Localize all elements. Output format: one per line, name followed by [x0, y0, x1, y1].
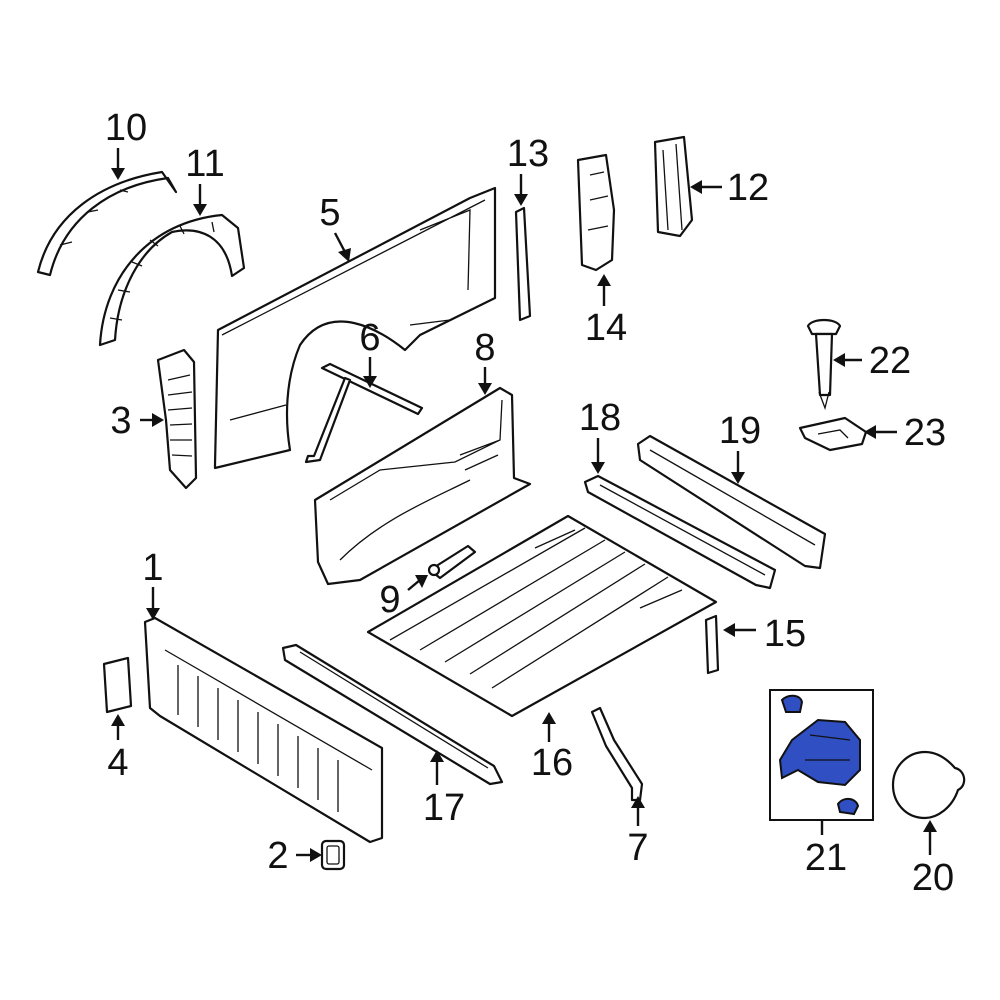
callout-label-7: 7: [627, 827, 648, 869]
part-16-bed-floor[interactable]: [366, 514, 718, 718]
callout-label-11: 11: [185, 143, 224, 185]
callout-19: 19: [719, 410, 761, 484]
part-20-fuel-door[interactable]: [891, 750, 966, 820]
callout-12: 12: [690, 167, 769, 209]
part-3-corner-brace[interactable]: [156, 348, 198, 490]
part-23-bolt-bracket[interactable]: [798, 416, 868, 452]
callout-label-1: 1: [142, 547, 163, 589]
callout-label-16: 16: [531, 742, 573, 784]
callout-label-14: 14: [585, 307, 627, 349]
callout-label-9: 9: [379, 579, 400, 621]
callout-14: 14: [585, 274, 627, 349]
callout-label-18: 18: [579, 397, 621, 439]
callout-label-4: 4: [107, 742, 128, 784]
part-11-inner-wheelhouse-arch[interactable]: [98, 213, 246, 347]
callout-20: 20: [912, 820, 954, 899]
callout-15: 15: [723, 613, 806, 655]
part-9-bracket[interactable]: [427, 544, 477, 580]
callout-label-17: 17: [423, 787, 465, 829]
callout-13: 13: [507, 133, 549, 206]
part-19-rear-crossmember[interactable]: [636, 434, 827, 570]
callout-1: 1: [142, 547, 164, 620]
part-22-bolt[interactable]: [806, 318, 842, 411]
callout-18: 18: [579, 397, 621, 474]
callout-3: 3: [110, 400, 164, 442]
callout-label-12: 12: [727, 167, 769, 209]
callout-label-13: 13: [507, 133, 549, 175]
callout-label-22: 22: [869, 340, 911, 382]
callout-5: 5: [319, 192, 351, 262]
callout-label-15: 15: [764, 613, 806, 655]
part-2-grommet[interactable]: [320, 839, 346, 871]
part-18-front-crossmember[interactable]: [583, 474, 777, 590]
part-17-side-rail[interactable]: [281, 643, 504, 786]
part-7-drain-tube[interactable]: [590, 706, 644, 802]
callout-label-20: 20: [912, 857, 954, 899]
callout-4: 4: [107, 714, 129, 784]
part-21-fuel-filler-housing[interactable]: [778, 694, 861, 816]
callout-2: 2: [267, 835, 322, 877]
part-14-front-pillar[interactable]: [576, 153, 616, 272]
callout-8: 8: [474, 327, 496, 395]
callout-6: 6: [359, 317, 381, 388]
part-12-pillar-reinforcement[interactable]: [653, 135, 694, 238]
part-15-side-plate[interactable]: [704, 614, 720, 675]
part-5-bedside-outer-panel[interactable]: [213, 186, 497, 470]
callout-10: 10: [105, 107, 147, 180]
callout-label-10: 10: [105, 107, 147, 149]
callout-label-21: 21: [805, 837, 847, 879]
callout-label-3: 3: [110, 400, 131, 442]
callout-label-19: 19: [719, 410, 761, 452]
callout-label-6: 6: [359, 317, 380, 359]
callout-11: 11: [185, 143, 225, 216]
callout-16: 16: [531, 712, 573, 784]
part-10-outer-wheelhouse-arch[interactable]: [36, 170, 178, 277]
callout-21: 21: [805, 820, 847, 879]
callout-label-8: 8: [474, 327, 495, 369]
part-6-bed-brace[interactable]: [304, 362, 424, 464]
part-13-pillar-strip[interactable]: [514, 206, 532, 322]
part-1-tailgate[interactable]: [143, 616, 384, 844]
callout-9: 9: [379, 575, 428, 621]
part-4-small-panel[interactable]: [102, 656, 133, 714]
callout-label-5: 5: [319, 192, 340, 234]
callout-7: 7: [627, 796, 649, 869]
callout-23: 23: [864, 412, 946, 454]
callout-22: 22: [833, 340, 911, 382]
part-8-front-panel[interactable]: [313, 386, 532, 586]
callout-17: 17: [423, 750, 465, 829]
callout-label-23: 23: [904, 412, 946, 454]
callout-label-2: 2: [267, 835, 288, 877]
